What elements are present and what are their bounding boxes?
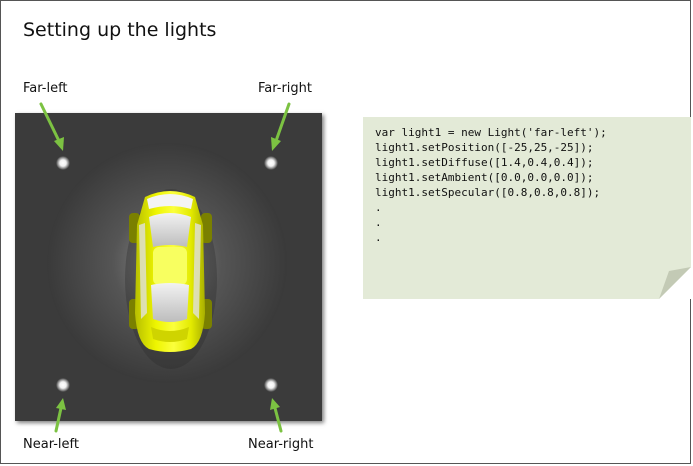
light-far-right: [264, 156, 278, 170]
code-line: light1.setAmbient([0.0,0.0,0.0]);: [375, 171, 594, 184]
arrow-near-right-icon: [270, 398, 283, 433]
render-viewport: [15, 113, 322, 421]
light-near-right: [264, 378, 278, 392]
arrow-near-left-icon: [54, 398, 66, 433]
car-scene: [15, 113, 322, 421]
slide-title: Setting up the lights: [23, 19, 217, 41]
code-line: .: [375, 216, 382, 229]
arrow-far-left-icon: [39, 102, 64, 151]
code-line: light1.setDiffuse([1.4,0.4,0.4]);: [375, 156, 594, 169]
code-note: var light1 = new Light('far-left'); light…: [363, 117, 691, 299]
light-near-left: [56, 378, 70, 392]
code-line: light1.setSpecular([0.8,0.8,0.8]);: [375, 186, 601, 199]
code-line: .: [375, 201, 382, 214]
light-far-left: [56, 156, 70, 170]
code-line: var light1 = new Light('far-left');: [375, 126, 607, 139]
code-line: light1.setPosition([-25,25,-25]);: [375, 141, 594, 154]
code-line: .: [375, 231, 382, 244]
label-near-right: Near-right: [248, 437, 314, 452]
car-icon: [125, 189, 217, 369]
label-near-left: Near-left: [23, 437, 79, 452]
arrow-far-right-icon: [271, 102, 291, 151]
label-far-right: Far-right: [258, 81, 312, 96]
code-block: var light1 = new Light('far-left'); light…: [375, 125, 607, 245]
label-far-left: Far-left: [23, 81, 68, 96]
